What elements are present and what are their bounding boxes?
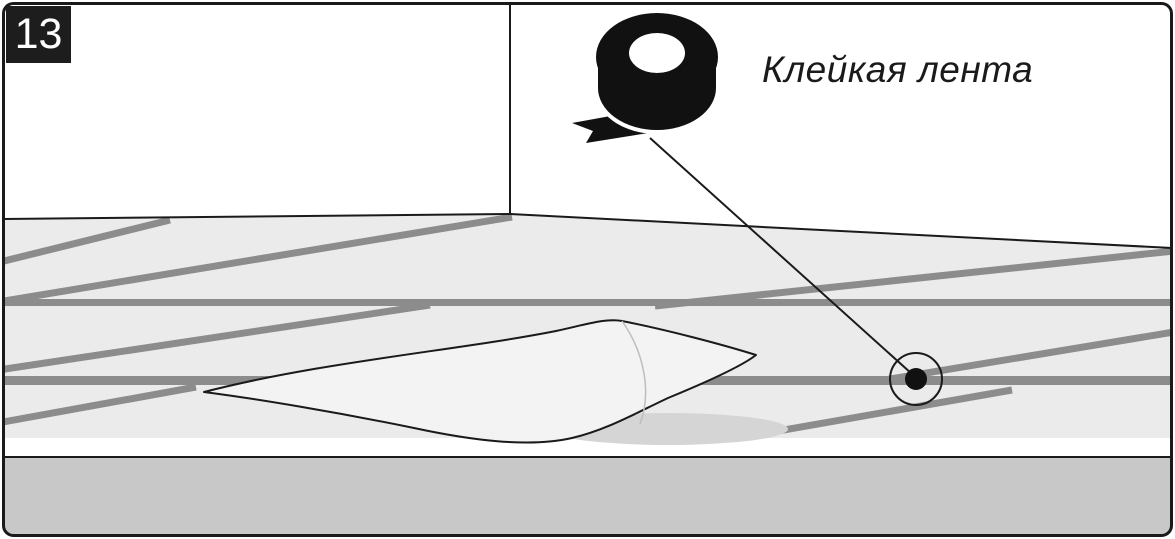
underlayment-seams-diagonal <box>3 213 1172 442</box>
seam-marker-dot <box>905 368 927 390</box>
subfloor-band <box>3 457 1172 536</box>
sheet-fold-line <box>621 320 647 425</box>
step-number: 13 <box>14 10 63 58</box>
underlayment-sheet-curled <box>203 319 757 444</box>
wall-corner-lines <box>3 3 1172 249</box>
step-badge: 13 <box>6 6 71 63</box>
tape-roll-hole <box>629 33 685 73</box>
underlayment-seam-horizontal-upper <box>3 299 1172 306</box>
callout-leader-line <box>649 137 913 375</box>
seam-marker-ring <box>889 352 943 406</box>
tape-label: Клейкая лента <box>762 49 1034 90</box>
tape-roll-icon <box>572 13 720 143</box>
